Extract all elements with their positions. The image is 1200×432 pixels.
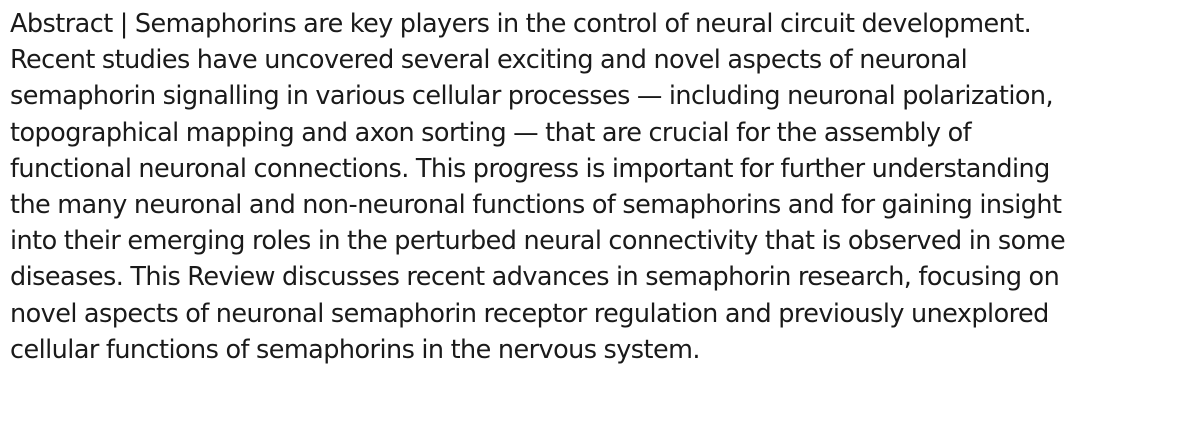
abstract-text-line: functional neuronal connections. This pr…: [10, 153, 1050, 184]
abstract-text-line: Semaphorins are key players in the contr…: [134, 9, 1032, 39]
abstract-line-1: Abstract | Semaphorins are key players i…: [10, 6, 1195, 42]
abstract-separator: |: [112, 9, 135, 39]
abstract-text-line: the many neuronal and non-neuronal funct…: [10, 190, 1062, 221]
abstract-text-line: semaphorin signalling in various cellula…: [10, 81, 1054, 112]
abstract-heading: Abstract: [10, 9, 113, 39]
abstract-text-line: novel aspects of neuronal semaphorin rec…: [10, 298, 1049, 329]
abstract-text-line: topographical mapping and axon sorting —…: [10, 117, 972, 148]
abstract-text-line: diseases. This Review discusses recent a…: [10, 262, 1060, 293]
abstract-text-line: Recent studies have uncovered several ex…: [10, 45, 968, 76]
abstract-paragraph: Abstract | Semaphorins are key players i…: [10, 6, 1195, 368]
abstract-text-line: cellular functions of semaphorins in the…: [10, 334, 701, 365]
abstract-text-line: into their emerging roles in the perturb…: [10, 226, 1066, 257]
